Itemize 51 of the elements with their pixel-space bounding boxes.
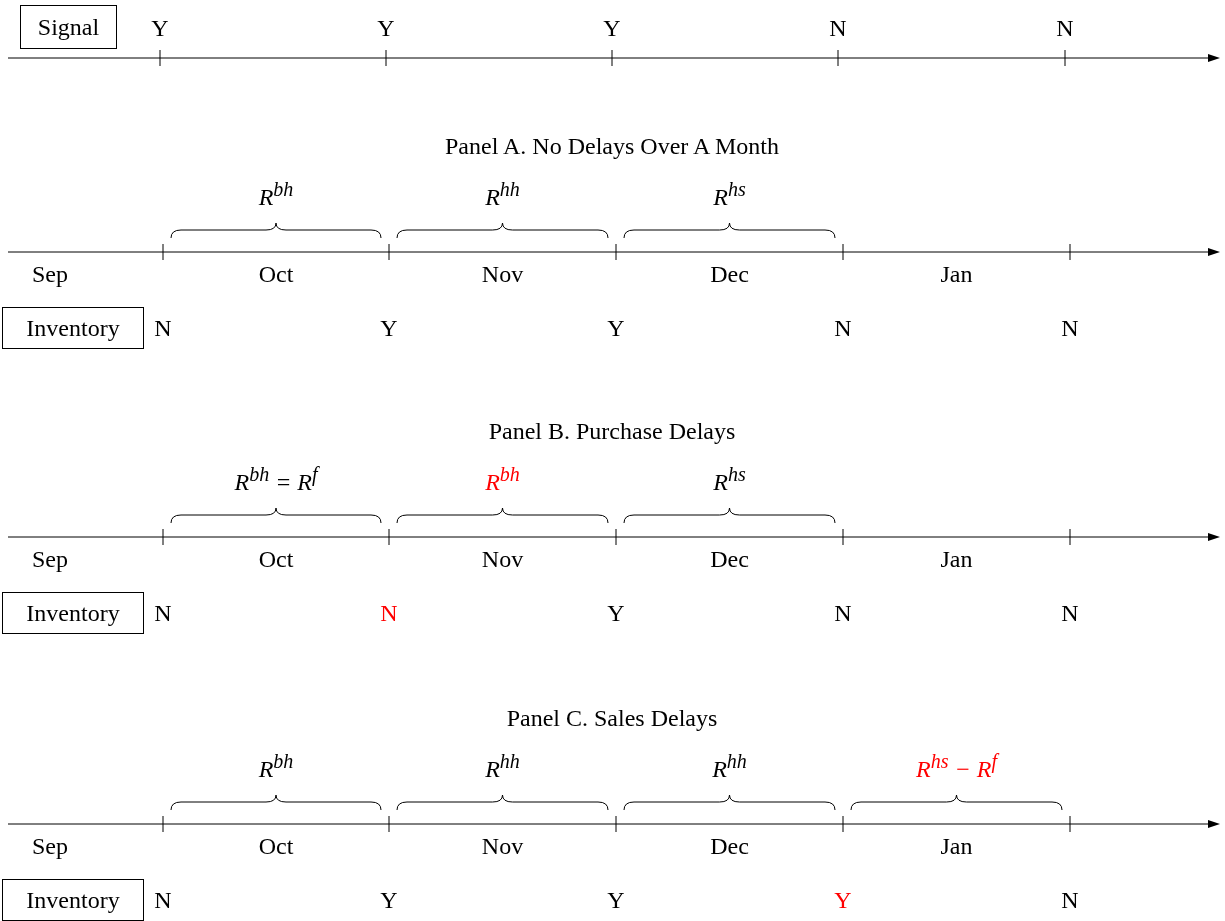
- inventory-value: Y: [607, 601, 625, 625]
- inventory-value: N: [834, 316, 852, 340]
- formula-label: R$^{bh}$: [258, 751, 294, 781]
- inventory-box: Inventory: [2, 307, 144, 349]
- month-label: Dec: [710, 547, 749, 571]
- inventory-value: N: [1061, 601, 1079, 625]
- signal-value: N: [829, 16, 847, 40]
- inventory-value: N: [154, 601, 172, 625]
- inventory-value: Y: [607, 316, 625, 340]
- month-label: Dec: [710, 262, 749, 286]
- inventory-value: Y: [380, 316, 398, 340]
- inventory-value: N: [1061, 888, 1079, 912]
- formula-label: R$^{hh}$: [712, 751, 747, 781]
- formula-label: R$^{hh}$: [485, 751, 520, 781]
- inventory-value: Y: [380, 888, 398, 912]
- month-label: Sep: [32, 547, 68, 571]
- month-label: Dec: [710, 834, 749, 858]
- inventory-box: Inventory: [2, 879, 144, 921]
- month-label: Jan: [940, 262, 973, 286]
- inventory-value: N: [1061, 316, 1079, 340]
- formula-label: R$^{hh}$: [485, 179, 520, 209]
- inventory-value: N: [834, 601, 852, 625]
- signal-value: Y: [603, 16, 621, 40]
- month-label: Oct: [258, 834, 294, 858]
- panel-title: Panel B. Purchase Delays: [488, 419, 736, 443]
- signal-value: N: [1056, 16, 1074, 40]
- signal-value: Y: [151, 16, 169, 40]
- month-label: Nov: [481, 262, 524, 286]
- month-label: Nov: [481, 547, 524, 571]
- inventory-value: N: [154, 316, 172, 340]
- panel-title: Panel A. No Delays Over A Month: [445, 134, 779, 158]
- month-label: Nov: [481, 834, 524, 858]
- month-label: Oct: [258, 547, 294, 571]
- signal-box: Signal: [20, 5, 117, 49]
- formula-label: R$^{bh}$ = R$^{f}$: [234, 464, 318, 494]
- inventory-value: Y: [834, 888, 852, 912]
- formula-label: R$^{hs}$: [713, 464, 746, 494]
- month-label: Sep: [32, 262, 68, 286]
- formula-label: R$^{bh}$: [258, 179, 294, 209]
- signal-value: Y: [377, 16, 395, 40]
- inventory-box: Inventory: [2, 592, 144, 634]
- month-label: Oct: [258, 262, 294, 286]
- inventory-value: N: [154, 888, 172, 912]
- formula-label: R$^{bh}$: [485, 464, 520, 494]
- month-label: Jan: [940, 547, 973, 571]
- inventory-value: Y: [607, 888, 625, 912]
- inventory-value: N: [380, 601, 398, 625]
- formula-label: R$^{hs}$: [713, 179, 746, 209]
- month-label: Sep: [32, 834, 68, 858]
- panel-title: Panel C. Sales Delays: [506, 706, 718, 730]
- month-label: Jan: [940, 834, 973, 858]
